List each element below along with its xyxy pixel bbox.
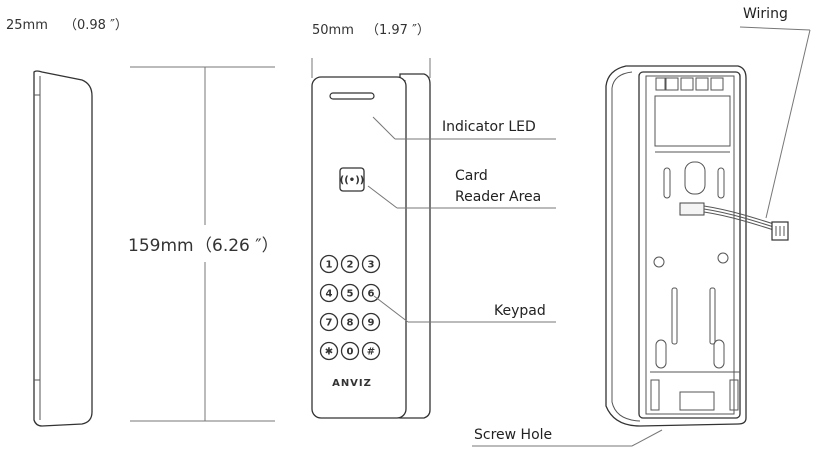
width-inch-label: （1.97 ″）: [366, 23, 430, 38]
indicator-led-leader: [372, 116, 396, 140]
keypad-key-outline: [319, 283, 339, 303]
depth-mm-label: 25mm: [6, 18, 48, 33]
keypad-key-outline: [340, 312, 360, 332]
screw-hole-leader: [631, 429, 663, 447]
keypad-key-7: 7: [319, 312, 339, 332]
keypad-key-label: #: [367, 347, 375, 358]
keypad-key-5: 5: [340, 283, 360, 303]
card-reader-leader: [367, 185, 398, 209]
keypad-key-outline: [361, 341, 381, 361]
keypad: 1 2 3 4 5 6 7 8 9 ✱ 0 #: [319, 254, 381, 361]
wiring-leader: [765, 29, 811, 219]
card-reader-symbol: ((•)): [340, 175, 365, 186]
keypad-key-label: 7: [326, 318, 333, 329]
width-mm-label: 50mm: [312, 23, 354, 38]
keypad-key-2: 2: [340, 254, 360, 274]
card-reader-callout-line1: Card: [455, 168, 488, 184]
keypad-key-label: 4: [326, 289, 333, 300]
height-mm-label: 159mm: [128, 236, 194, 256]
keypad-callout: Keypad: [494, 303, 546, 319]
keypad-key-label: 8: [347, 318, 354, 329]
keypad-key-outline: [319, 341, 339, 361]
keypad-key-outline: [319, 312, 339, 332]
keypad-key-label: 3: [368, 260, 375, 271]
keypad-key-label: 2: [347, 260, 354, 271]
depth-inch-label: （0.98 ″）: [64, 18, 128, 33]
card-reader-icon: [339, 167, 365, 192]
keypad-key-outline: [361, 312, 381, 332]
wiring-cable: [679, 202, 789, 241]
keypad-key-9: 9: [361, 312, 381, 332]
keypad-key-label: 1: [326, 260, 333, 271]
keypad-key-outline: [340, 283, 360, 303]
back-view: [605, 65, 789, 427]
keypad-key-star: ✱: [319, 341, 339, 361]
card-reader-callout-line2: Reader Area: [455, 189, 541, 205]
keypad-key-outline: [361, 254, 381, 274]
height-inch-label: （6.26 ″）: [195, 236, 279, 256]
front-view: ((•)) 1 2 3 4 5 6 7 8 9 ✱ 0 # ANVIZ: [311, 73, 431, 419]
keypad-key-8: 8: [340, 312, 360, 332]
keypad-key-0: 0: [340, 341, 360, 361]
screw-hole-callout: Screw Hole: [474, 427, 552, 443]
indicator-led: [329, 92, 375, 100]
keypad-key-4: 4: [319, 283, 339, 303]
keypad-key-label: 5: [347, 289, 354, 300]
wiring-leader-horizontal: [739, 26, 811, 31]
keypad-leader: [373, 295, 409, 323]
keypad-key-1: 1: [319, 254, 339, 274]
keypad-key-label: 0: [347, 347, 354, 358]
screw-hole-upper-right: [717, 252, 729, 264]
screw-hole-upper-left: [653, 256, 665, 268]
keypad-key-hash: #: [361, 341, 381, 361]
keypad-key-label: ✱: [325, 347, 333, 358]
keypad-key-6: 6: [361, 283, 381, 303]
keypad-key-outline: [319, 254, 339, 274]
side-view: [33, 70, 93, 427]
keypad-key-3: 3: [361, 254, 381, 274]
keypad-key-label: 6: [368, 289, 375, 300]
brand-logo: ANVIZ: [332, 378, 372, 389]
keypad-key-label: 9: [368, 318, 375, 329]
indicator-led-callout: Indicator LED: [442, 119, 536, 135]
keypad-key-outline: [340, 341, 360, 361]
keypad-key-outline: [340, 254, 360, 274]
wiring-callout: Wiring: [743, 6, 788, 22]
